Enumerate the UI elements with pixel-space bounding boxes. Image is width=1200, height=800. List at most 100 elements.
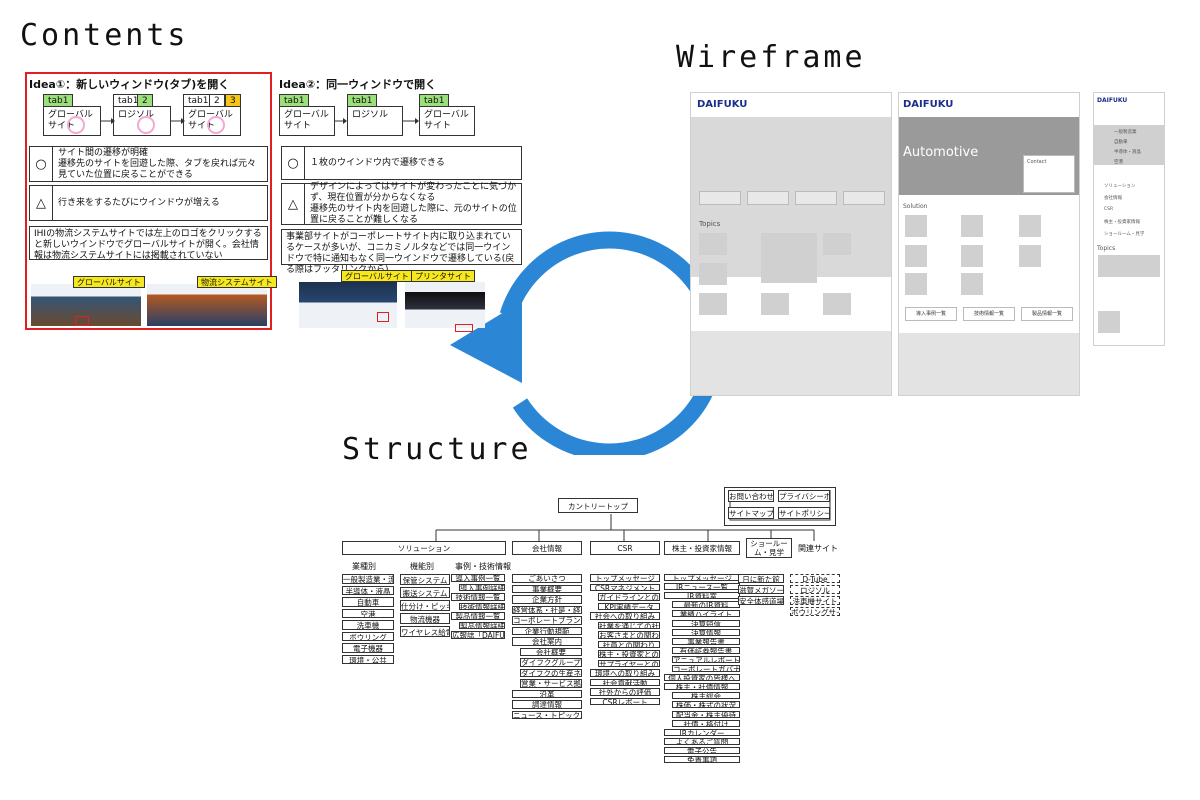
idea1-pro-text: サイト間の遷移が明確 遷移先のサイトを回遊した際、タブを戻れば元々見ていた位置に… (58, 147, 257, 180)
ir-node: コーポレートガバナンス報告書 (672, 665, 740, 673)
circle-mark-icon: ○ (30, 147, 53, 181)
highlight-box (377, 312, 389, 322)
jirei-node: 導入事例詳細 (459, 583, 505, 591)
mobile-link[interactable]: CSR (1104, 207, 1114, 212)
ir-node: 業績ハイライト (672, 610, 740, 618)
ir-node: 決算短信 (672, 619, 740, 627)
idea1-con-text: 行き来をするたびにウインドウが増える (58, 197, 220, 208)
rel-node: D-Tube (790, 574, 840, 583)
jirei-node: 技術情報詳細 (459, 602, 505, 610)
kaisha-node: コーポレートブランド (512, 616, 582, 625)
idea2-card-logisol-label: ロジソル (352, 110, 389, 120)
tech-button[interactable]: 技術情報一覧 (963, 307, 1015, 321)
wireframe-top-page: DAIFUKU Topics (690, 92, 892, 396)
topic-image (699, 263, 727, 285)
show-node: 安全体感道場 (738, 596, 784, 605)
category-tile (747, 191, 789, 205)
csr-node: トップメッセージ (590, 574, 660, 582)
csr-node: お客さまとの関わり (598, 631, 660, 639)
solution-image (961, 245, 983, 267)
ir-node: IRニュース一覧 (664, 583, 740, 591)
kinou-node: ワイヤレス給電システム (400, 626, 450, 637)
csr-node: 社員との関わり (598, 640, 660, 648)
csr-node: 社会への取り組み (590, 612, 660, 620)
solution-image (905, 273, 927, 295)
idea2-pro-text: １枚のウインドウ内で遷移できる (310, 157, 445, 168)
root-node: カントリートップ (558, 498, 638, 513)
kaisha-node: 事業概要 (512, 584, 582, 593)
mobile-topics-heading: Topics (1097, 245, 1116, 252)
idea2-card-global-1: グローバルサイト (279, 106, 335, 136)
ir-node: 事業報告書 (672, 637, 740, 645)
csr-node: 株主・投資家との関わり (598, 650, 660, 658)
idea2-card-global-1-label: グローバルサイト (284, 110, 329, 131)
loading-icon (207, 116, 225, 134)
footer (691, 331, 891, 395)
kaisha-node: 沿革 (512, 689, 582, 698)
idea1-card-logisol-label: ロジソル (118, 110, 155, 120)
loading-icon (137, 116, 155, 134)
mobile-link[interactable]: ショールーム・見学 (1104, 232, 1145, 237)
kaisha-node: 経営体系・社是・経営理念 (512, 605, 582, 614)
utility-contact: お問い合わせ (728, 490, 774, 502)
show-node: 日に新た館 (738, 574, 784, 583)
idea1-note: IHIの物流システムサイトでは左上のロゴをクリックすると新しいウインドウでグロー… (29, 226, 268, 261)
utility-group (724, 487, 836, 526)
sol-head-cases: 事例・技術情報 (455, 562, 511, 571)
gyoshu-node: 洗車機 (342, 620, 394, 630)
mobile-link[interactable]: 株主・投資家情報 (1104, 220, 1140, 225)
category-tile (699, 191, 741, 205)
mobile-link[interactable]: 会社情報 (1104, 196, 1122, 201)
kaisha-node: 営業・サービス拠点 (520, 679, 582, 688)
kaisha-node: ダイフクグループ (520, 658, 582, 667)
idea2-tab-c: tab1 (419, 94, 450, 107)
mobile-menu-item[interactable]: 自動車 (1114, 140, 1128, 145)
idea2-screenshot-right (405, 282, 485, 328)
daifuku-logo: DAIFUKU (903, 99, 954, 110)
ir-node: 社債・格付け (672, 719, 740, 727)
solution-image (1019, 215, 1041, 237)
ir-node: 株価・株式の状況 (672, 701, 740, 709)
highlight-box (75, 316, 89, 326)
jirei-node: 技術情報一覧 (451, 593, 505, 601)
cat-ir: 株主・投資家情報 (664, 541, 740, 555)
idea2-con-text: デザインによってはサイトが変わったことに気づかず、現在位置が分からなくなる 遷移… (310, 182, 517, 225)
flow-arrows-icon (101, 118, 185, 124)
jirei-node: 製品情報詳細 (459, 621, 505, 629)
topic-image (761, 293, 789, 315)
utility-sitemap: サイトマップ (728, 507, 774, 519)
idea1-title: Idea①：新しいウィンドウ(タブ)を開く (29, 78, 230, 91)
idea2-label-printer: プリンタサイト (411, 270, 475, 282)
mobile-menu-item[interactable]: 半導体・液晶 (1114, 150, 1141, 155)
contact-label: Contact (1027, 159, 1047, 165)
solution-image (961, 273, 983, 295)
products-button[interactable]: 製品情報一覧 (1021, 307, 1073, 321)
show-node: 滋賀メガソーラー (738, 585, 784, 594)
topics-heading: Topics (699, 220, 721, 228)
mobile-topic-image (1098, 311, 1120, 333)
highlight-box (455, 324, 473, 332)
mobile-link[interactable]: ソリューション (1104, 184, 1136, 189)
mobile-menu-item[interactable]: 一般製造業 (1114, 130, 1137, 135)
gyoshu-node: 空港 (342, 608, 394, 618)
daifuku-logo: DAIFUKU (697, 99, 748, 110)
solution-image (905, 245, 927, 267)
cases-button[interactable]: 導入事例一覧 (905, 307, 957, 321)
idea2-panel: Idea②：同一ウィンドウで開く tab1 グローバルサイト tab1 ロジソル… (279, 72, 524, 332)
kinou-node: 保管システム (400, 574, 450, 585)
idea2-con-row: △ デザインによってはサイトが変わったことに気づかず、現在位置が分からなくなる … (281, 182, 522, 225)
ir-node: IR資料室 (664, 592, 740, 600)
idea2-tab-b: tab1 (347, 94, 378, 107)
utility-privacy: プライバシーポリシー (778, 490, 830, 502)
idea1-label-global: グローバルサイト (73, 276, 145, 288)
gyoshu-node: 電子機器 (342, 643, 394, 653)
idea2-card-global-2: グローバルサイト (419, 106, 475, 136)
idea2-title: Idea②：同一ウィンドウで開く (279, 78, 437, 91)
cat-showroom: ショールーム・見学 (746, 538, 792, 558)
mobile-menu-item[interactable]: 空港 (1114, 160, 1123, 165)
topic-image (823, 293, 851, 315)
circle-mark-icon: ○ (282, 147, 305, 179)
idea1-screenshot-left (31, 284, 141, 326)
kaisha-node: ダイフクの生産ネットワーク (520, 668, 582, 677)
